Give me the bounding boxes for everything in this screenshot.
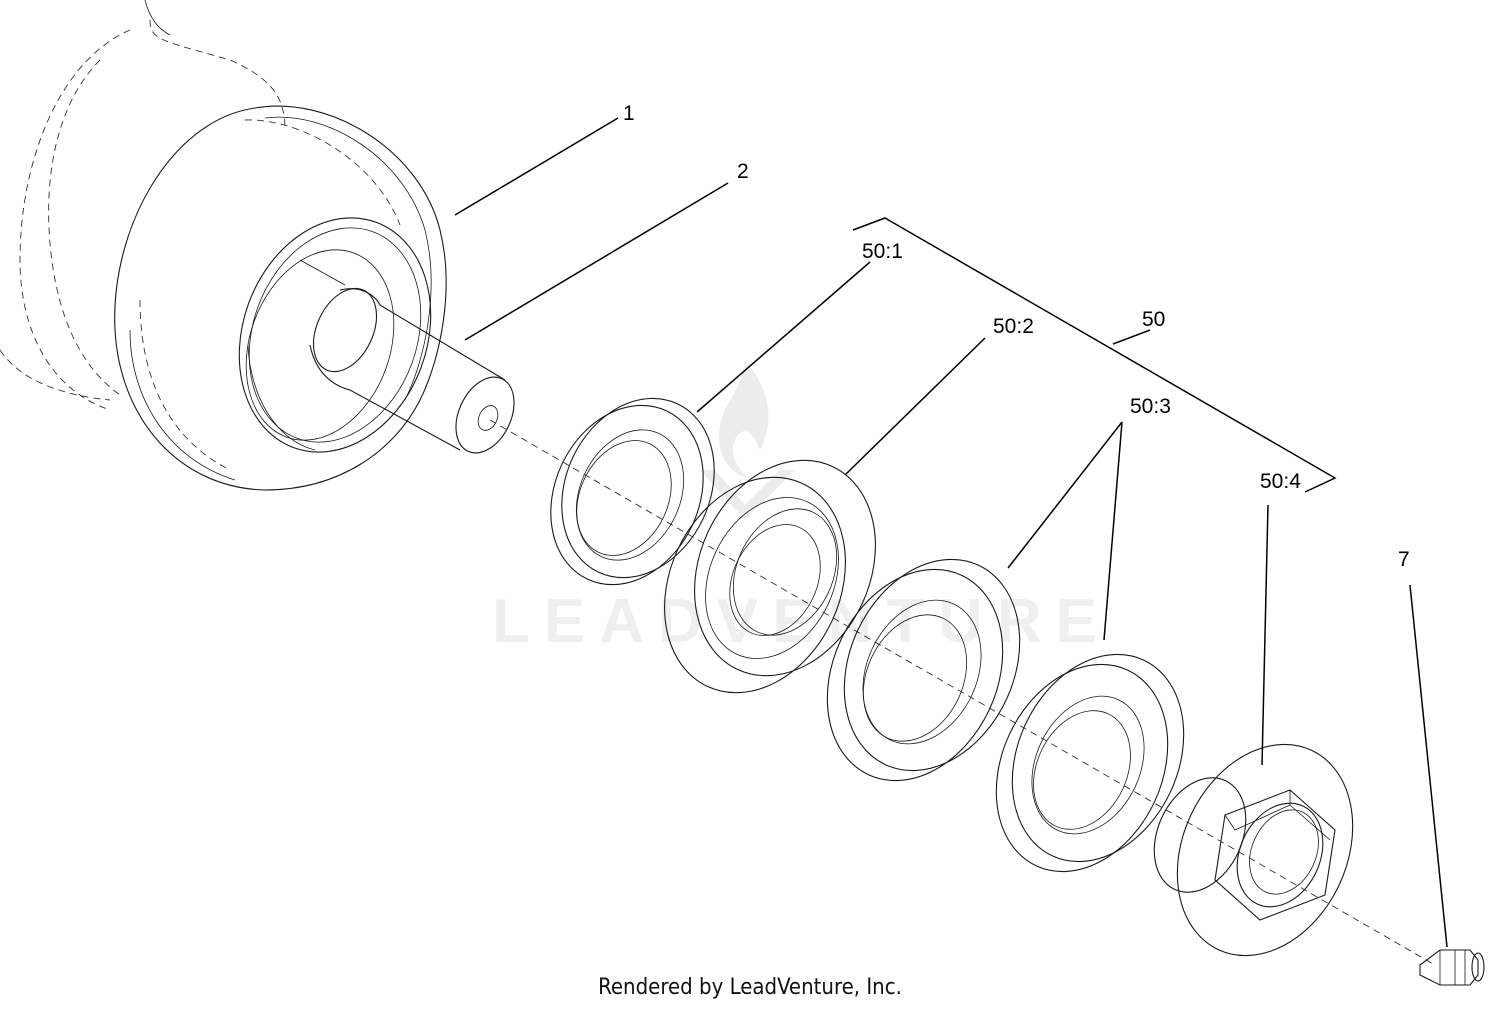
callout-7: 7 <box>1398 548 1410 571</box>
center-axis-line <box>489 419 1436 966</box>
leadventure-watermark: LEADVENTURE <box>492 360 1111 656</box>
callout-50-1: 50:1 <box>862 240 903 263</box>
part-7-grease-fitting <box>1419 949 1485 986</box>
leader-1 <box>454 117 619 216</box>
part-1-wheel <box>0 0 447 491</box>
leader-2 <box>464 182 729 341</box>
leader-7 <box>1409 584 1448 948</box>
callout-labels: 1 2 50 50:1 50:2 50:3 50:4 7 <box>623 102 1410 571</box>
part-50-1-seal <box>550 397 715 586</box>
part-50-3-seal-a <box>826 558 1021 782</box>
watermark-text: LEADVENTURE <box>492 587 1111 656</box>
leader-50-2 <box>844 337 986 476</box>
callout-50-3: 50:3 <box>1130 395 1171 418</box>
flame-logo-icon <box>700 360 795 520</box>
leader-50-4 <box>1261 504 1269 766</box>
leader-50-3-b <box>1103 421 1123 641</box>
callout-1: 1 <box>623 102 635 125</box>
part-2-axle <box>299 259 515 454</box>
callout-50-4: 50:4 <box>1260 470 1301 493</box>
leader-lines <box>454 117 1448 948</box>
callout-50: 50 <box>1142 308 1165 331</box>
group-50-bracket <box>852 217 1337 493</box>
leader-50 <box>1112 329 1151 345</box>
part-50-3-seal-b <box>995 653 1185 873</box>
render-credit: Rendered by LeadVenture, Inc. <box>598 975 902 1000</box>
callout-2: 2 <box>737 160 749 183</box>
part-50-2-bearing <box>664 459 876 694</box>
part-50-4-flange-nut <box>1153 743 1354 957</box>
callout-50-2: 50:2 <box>993 315 1034 338</box>
leader-50-1 <box>696 261 871 413</box>
leader-50-3-a <box>1007 421 1123 569</box>
